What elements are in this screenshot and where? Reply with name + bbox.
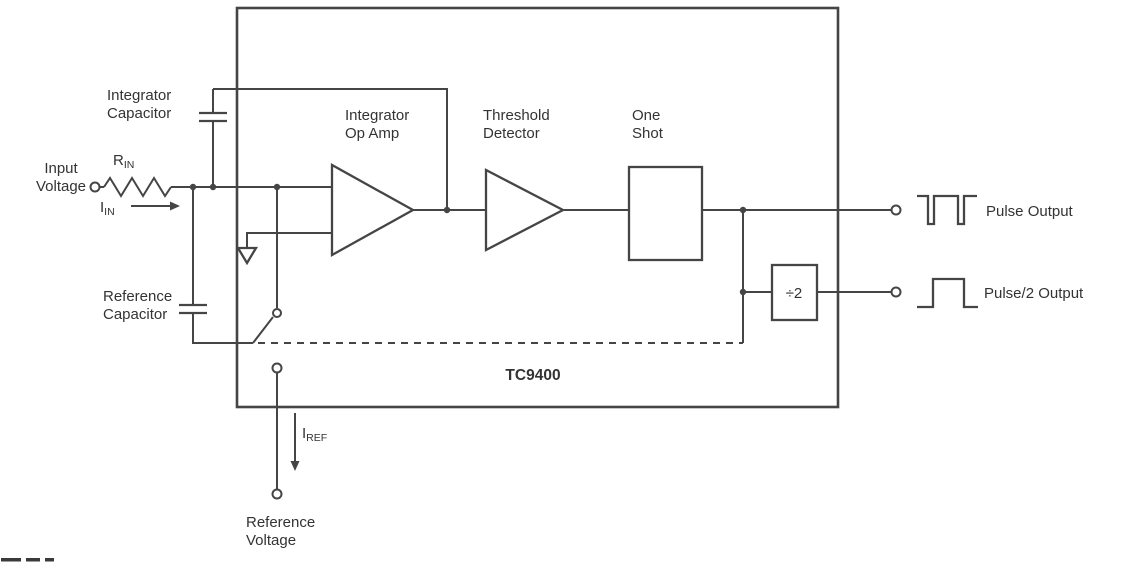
- reference-voltage-port: IREF Reference Voltage: [246, 372, 327, 549]
- junction-dot: [739, 206, 747, 214]
- rin-label: RIN: [113, 152, 134, 171]
- pulse-output-label: Pulse Output: [986, 203, 1074, 220]
- junction-dot: [209, 183, 217, 191]
- reference-capacitor-label: Capacitor: [103, 306, 167, 323]
- threshold-triangle-icon: [484, 168, 566, 252]
- iref-label: IREF: [302, 425, 327, 444]
- one-shot-label: Shot: [632, 125, 664, 142]
- input-voltage-label: Voltage: [36, 178, 86, 195]
- junction-dot: [189, 183, 197, 191]
- junction-dot: [273, 183, 281, 191]
- integrator-op-amp-label: Integrator: [345, 107, 409, 124]
- integrator-op-amp: Integrator Op Amp: [330, 107, 416, 257]
- reference-voltage-label: Voltage: [246, 532, 296, 549]
- iin-label: IIN: [100, 199, 115, 218]
- ground: [235, 232, 332, 266]
- reference-capacitor-label: Reference: [103, 288, 172, 305]
- switch-contact-bottom: [271, 362, 283, 374]
- switch-blade-icon: [252, 316, 274, 344]
- threshold-detector: Threshold Detector: [483, 107, 566, 252]
- reference-capacitor: Reference Capacitor: [103, 187, 253, 344]
- divider-branch-wire: [742, 210, 772, 293]
- reference-voltage-terminal: [271, 488, 283, 500]
- pulse-output-port: Pulse Output: [890, 194, 1074, 226]
- pulse2-output-port: Pulse/2 Output: [890, 277, 1084, 309]
- capacitor-wire: [192, 313, 253, 344]
- ground-icon: [235, 246, 259, 266]
- divide-by-2: ÷2: [770, 263, 819, 322]
- pulse-output-terminal: [890, 204, 902, 216]
- cropped-caption-fragment: [1, 558, 54, 562]
- one-shot-label: One: [632, 107, 660, 124]
- junction-dot: [443, 206, 451, 214]
- reference-voltage-label: Reference: [246, 514, 315, 531]
- iref-current-annotation: IREF: [290, 413, 327, 471]
- integrator-capacitor: Integrator Capacitor: [107, 87, 227, 187]
- threshold-detector-label: Threshold: [483, 107, 550, 124]
- integrator-feedback-wire: [213, 88, 448, 210]
- integrator-capacitor-label: Capacitor: [107, 105, 171, 122]
- pulse2-output-terminal: [890, 286, 902, 298]
- pulse2-output-label: Pulse/2 Output: [984, 285, 1084, 302]
- rin-resistor: RIN: [103, 152, 172, 198]
- iin-current-annotation: IIN: [100, 199, 180, 218]
- integrator-capacitor-label: Integrator: [107, 87, 171, 104]
- pulse2-waveform-icon: [917, 277, 978, 309]
- chip-label: TC9400: [505, 367, 560, 384]
- input-voltage-label: Input: [44, 160, 78, 177]
- ground-wire: [246, 232, 332, 248]
- junction-dot: [739, 288, 747, 296]
- iin-arrowhead-icon: [170, 201, 180, 211]
- input-terminal: [89, 181, 101, 193]
- pulse-waveform-icon: [917, 194, 977, 226]
- one-shot: One Shot: [627, 107, 704, 262]
- ic-boundary: [235, 6, 840, 409]
- threshold-detector-label: Detector: [483, 125, 540, 142]
- input-voltage-port: Input Voltage: [36, 160, 101, 195]
- charge-switch: [252, 187, 283, 374]
- divide-by-2-label: ÷2: [786, 285, 803, 302]
- op-amp-triangle-icon: [330, 163, 416, 257]
- resistor-icon: [103, 176, 172, 198]
- junction-dots: [189, 183, 747, 296]
- switch-contact-top: [272, 308, 282, 318]
- one-shot-box: [627, 165, 704, 262]
- integrator-op-amp-label: Op Amp: [345, 125, 399, 142]
- iref-arrowhead-icon: [290, 461, 300, 471]
